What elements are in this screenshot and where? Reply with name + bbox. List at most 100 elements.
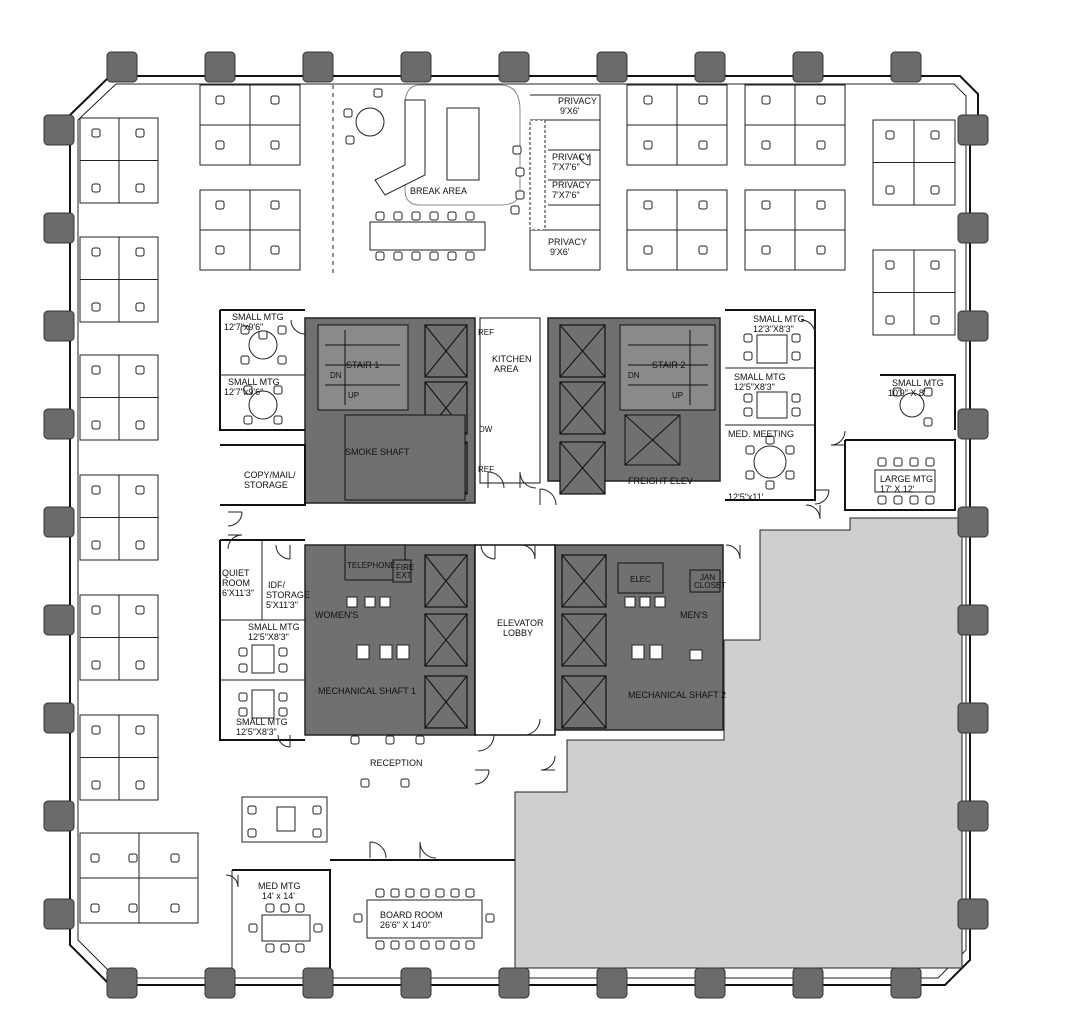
freight-label: FREIGHT ELEV <box>628 476 693 486</box>
chair <box>360 778 370 788</box>
chair <box>135 780 145 790</box>
chair <box>135 420 145 430</box>
chair <box>390 940 400 950</box>
chair <box>91 780 101 790</box>
chair <box>925 457 935 467</box>
chair <box>791 393 801 403</box>
door-arc <box>805 504 821 520</box>
ref-1-label: REF <box>478 328 494 337</box>
door-arc <box>227 511 243 527</box>
column <box>498 967 530 999</box>
chair <box>238 663 248 673</box>
chair <box>91 365 101 375</box>
chair <box>893 495 903 505</box>
column <box>890 967 922 999</box>
chair <box>930 185 940 195</box>
chair <box>643 245 653 255</box>
chair <box>270 245 280 255</box>
door-swing <box>800 319 816 335</box>
chair <box>170 903 180 913</box>
chair <box>761 245 771 255</box>
chair <box>280 943 290 953</box>
column <box>596 967 628 999</box>
door-arc <box>225 874 239 888</box>
chair <box>761 200 771 210</box>
chair <box>215 200 225 210</box>
chair <box>465 211 475 221</box>
door-arc <box>227 534 243 550</box>
chair <box>135 183 145 193</box>
elevator-cell-x <box>561 613 607 667</box>
chair <box>128 903 138 913</box>
column <box>43 408 75 440</box>
chair <box>91 605 101 615</box>
dw-label: DW <box>479 425 493 434</box>
chair <box>91 725 101 735</box>
door-swing <box>225 874 239 888</box>
door-swing <box>725 544 741 560</box>
door-swing <box>480 544 496 560</box>
door-swing <box>369 841 387 859</box>
door-swing <box>519 471 537 489</box>
elevator-cell-x <box>424 613 468 667</box>
chair <box>278 707 288 717</box>
chair <box>925 495 935 505</box>
chair <box>429 211 439 221</box>
column <box>43 800 75 832</box>
door-swing <box>487 471 505 489</box>
chair <box>135 485 145 495</box>
chair <box>510 205 520 215</box>
chair <box>743 407 753 417</box>
door-arc <box>830 430 846 446</box>
elevator-cell-x <box>561 675 607 729</box>
chair <box>278 647 288 657</box>
elevator-cell-x <box>424 675 468 729</box>
door-arc <box>520 544 536 560</box>
chair <box>215 245 225 255</box>
chair <box>277 325 287 335</box>
chair <box>90 903 100 913</box>
chair <box>816 245 826 255</box>
chair <box>393 211 403 221</box>
chair <box>411 251 421 261</box>
column <box>957 114 989 146</box>
chair <box>893 457 903 467</box>
column <box>43 898 75 930</box>
chair <box>135 365 145 375</box>
smoke-shaft-label: SMOKE SHAFT <box>345 447 410 457</box>
chair <box>743 333 753 343</box>
stair-1-label: STAIR 1 <box>346 360 379 370</box>
chair <box>343 108 353 118</box>
chair <box>877 457 887 467</box>
chair <box>765 435 775 445</box>
chair <box>128 853 138 863</box>
column <box>204 51 236 83</box>
break-area-label: BREAK AREA <box>410 186 467 196</box>
chair <box>447 211 457 221</box>
chairs <box>90 88 940 953</box>
chair <box>515 190 525 200</box>
chair <box>273 415 283 425</box>
chair <box>745 470 755 480</box>
chair <box>135 302 145 312</box>
column <box>106 967 138 999</box>
chair <box>698 140 708 150</box>
chair <box>295 903 305 913</box>
chair <box>465 251 475 261</box>
chair <box>345 135 355 145</box>
column <box>957 408 989 440</box>
chair <box>91 660 101 670</box>
chair <box>909 457 919 467</box>
door-arc <box>800 319 816 335</box>
chair <box>240 325 250 335</box>
chair <box>465 940 475 950</box>
door-arc <box>487 471 505 489</box>
column <box>957 604 989 636</box>
